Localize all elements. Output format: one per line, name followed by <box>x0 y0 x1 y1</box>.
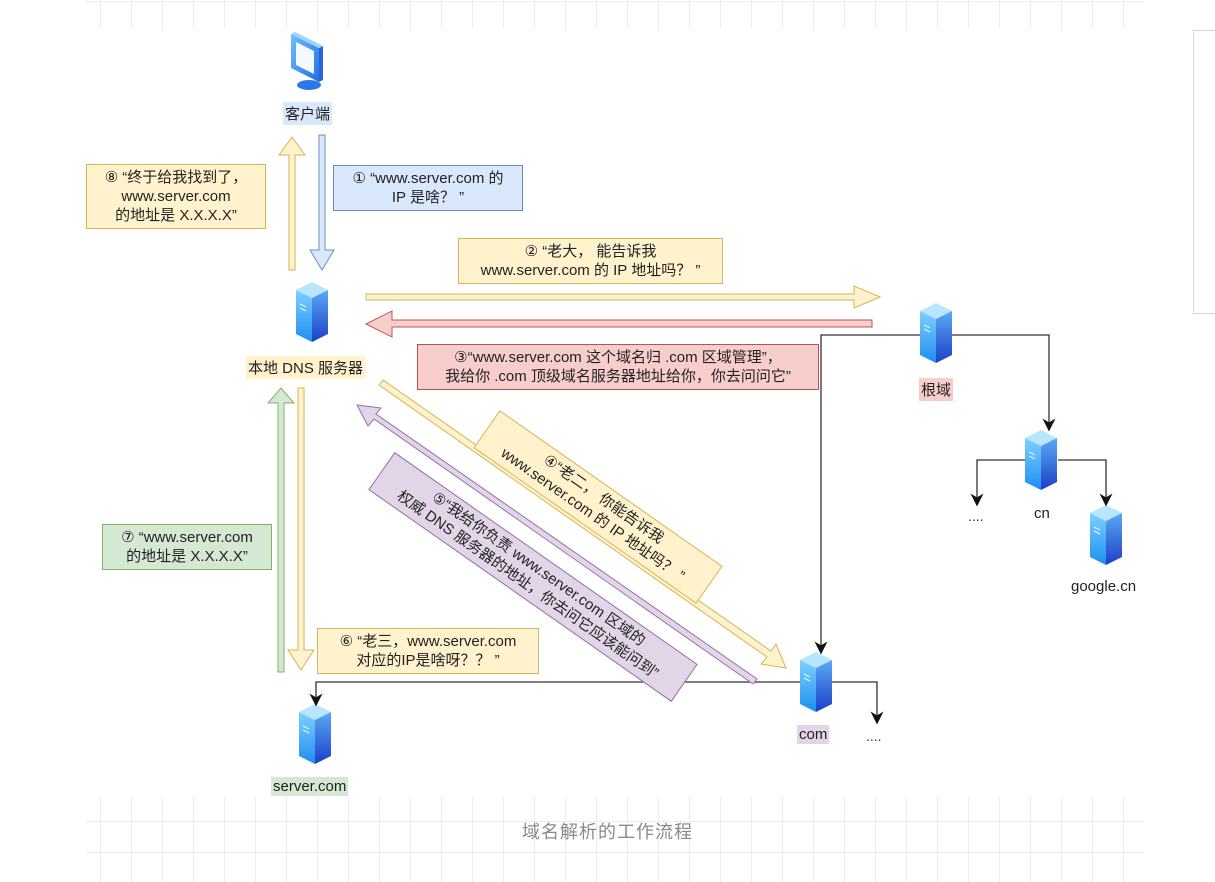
server-icon <box>1025 430 1057 490</box>
cn-to-google-connector <box>1058 459 1113 507</box>
arrow-step-2 <box>365 285 882 309</box>
step-7-line-1: ⑦ “www.server.com <box>121 529 253 546</box>
arrow-step-8 <box>278 136 306 271</box>
server-icon <box>800 652 832 712</box>
figure-caption: 域名解析的工作流程 <box>522 822 693 842</box>
cn-more-label: .... <box>968 508 984 524</box>
step-7-line-2: 的地址是 X.X.X.X” <box>126 548 248 565</box>
server-icon <box>1090 505 1122 565</box>
step-6-line-1: ⑥ “老三，www.server.com <box>339 633 517 650</box>
arrow-step-5 <box>356 404 758 685</box>
grid-background-bottom <box>86 797 1144 882</box>
com-to-more-connector <box>832 681 884 725</box>
step-8-box: ⑧ “终于给我找到了， www.server.com 的地址是 X.X.X.X” <box>86 164 266 229</box>
com-label: com <box>797 725 830 744</box>
step-2-box: ② “老大， 能告诉我 www.server.com 的 IP 地址吗？ ” <box>458 238 723 284</box>
step-1-box: ① “www.server.com 的 IP 是啥？ ” <box>333 165 523 211</box>
step-1-line-1: ① “www.server.com 的 <box>352 170 504 187</box>
root-domain-label: 根域 <box>919 378 954 401</box>
root-to-com-connector <box>814 334 920 655</box>
step-6-box: ⑥ “老三，www.server.com 对应的IP是啥呀？？ ” <box>317 628 539 674</box>
com-more-label: .... <box>866 728 882 744</box>
server-icon <box>299 704 331 764</box>
computer-monitor-icon <box>291 32 323 90</box>
step-8-line-3: 的地址是 X.X.X.X” <box>115 207 237 224</box>
step-8-line-2: www.server.com <box>121 188 231 205</box>
step-2-line-1: ② “老大， 能告诉我 <box>524 243 657 260</box>
root-to-cn-connector <box>952 334 1056 432</box>
server-icon <box>296 282 328 342</box>
local-dns-label: 本地 DNS 服务器 <box>246 356 366 379</box>
side-panel <box>1193 30 1215 314</box>
step-2-line-2: www.server.com 的 IP 地址吗？ ” <box>480 262 701 279</box>
arrow-step-6 <box>287 387 315 671</box>
cn-label: cn <box>1034 505 1050 522</box>
step-3-line-1: ③“www.server.com 这个域名归 .com 区域管理”， <box>454 349 782 366</box>
step-3-box: ③“www.server.com 这个域名归 .com 区域管理”， 我给你 .… <box>417 344 819 390</box>
grid-background-top <box>86 0 1144 28</box>
google-cn-label: google.cn <box>1071 578 1137 595</box>
arrow-step-3 <box>364 310 873 338</box>
server-icon <box>920 303 952 363</box>
cn-to-more-connector <box>970 459 1025 507</box>
hierarchy-connectors <box>309 334 1113 725</box>
client-label: 客户端 <box>283 102 333 125</box>
arrow-step-7 <box>266 387 296 673</box>
step-7-box: ⑦ “www.server.com 的地址是 X.X.X.X” <box>102 524 272 570</box>
com-to-server-connector <box>309 681 800 707</box>
arrow-step-1 <box>309 134 335 271</box>
step-3-line-2: 我给你 .com 顶级域名服务器地址给你，你去问问它” <box>445 368 791 385</box>
step-6-line-2: 对应的IP是啥呀？？ ” <box>356 652 500 669</box>
step-1-line-2: IP 是啥？ ” <box>391 189 465 206</box>
server-com-label: server.com <box>271 777 349 796</box>
step-8-line-1: ⑧ “终于给我找到了， <box>104 169 248 186</box>
